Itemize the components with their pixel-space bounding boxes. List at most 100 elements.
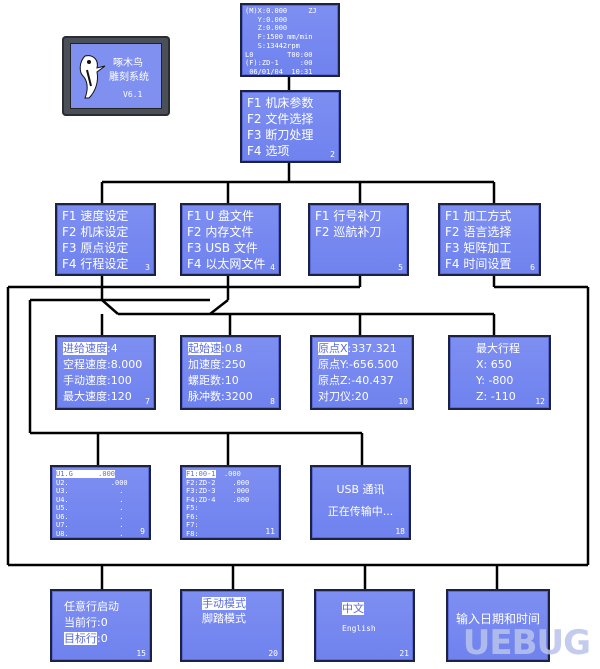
selected-file: U1.G .000 — [56, 470, 116, 478]
selected-field: 原点X — [318, 342, 348, 355]
screen-text-line: F5: — [186, 504, 199, 512]
field-lines: 空程速度:8.000 手动速度:100 最大速度:120 — [63, 357, 154, 405]
screen-number: 11 — [265, 527, 275, 536]
screen-text-line: L0 T00:00 — [245, 50, 313, 59]
screen-text-line: F6: — [186, 512, 199, 521]
watermark-logo: UEBUG — [462, 623, 591, 663]
screen-text-line: U2. .000 — [56, 478, 128, 487]
screen-text-line: X: 650 — [476, 358, 512, 371]
screen-text-line: 正在传输中... — [327, 505, 394, 518]
screen-text-line: English — [342, 624, 376, 633]
screen-text-line: F1 U 盘文件 — [187, 209, 254, 223]
selected-field: 起始速 — [188, 342, 221, 355]
screen-text-line: 06/01/04 10:31 — [245, 67, 313, 76]
screen-text-line: Z:0.000 — [245, 24, 288, 33]
screen-number: 5 — [398, 263, 403, 272]
screen-language-select: 中文 English 21 — [314, 589, 415, 662]
field-lines: 任意行启动当前行:0 — [64, 599, 150, 631]
mode-lines: 脚踏模式 — [202, 611, 282, 626]
screen-text-line: 对刀仪:20 — [318, 390, 369, 403]
status-lines: (M)X:0.000 ZJ Y:0.000 Z:0.000 F:1500 mm/… — [245, 7, 338, 77]
screen-text-line: F2 内存文件 — [187, 225, 254, 239]
brand-line-2: 雕刻系统 — [109, 72, 149, 83]
menu-lines: F1 行号补刀 F2 巡航补刀 — [315, 208, 407, 240]
selected-file: F1:00-1 — [186, 470, 216, 478]
screen-number: 20 — [268, 649, 278, 658]
screen-text-line: F4 时间设置 — [445, 257, 512, 271]
field-value: :0.8 — [221, 342, 243, 355]
screen-text-line: F4:ZD-4 .000 — [186, 495, 250, 504]
screen-number: 8 — [270, 397, 275, 406]
transfer-lines: USB 通讯正在传输中... — [312, 479, 409, 523]
controller-device-image: 啄木鸟 雕刻系统 V6.1 — [62, 36, 170, 116]
field-lines: 原点Y:-656.500 原点Z:-40.437 对刀仪:20 — [318, 357, 412, 405]
screen-text-line: F3 断刀处理 — [247, 128, 314, 142]
screen-text-line: F1 机床参数 — [247, 96, 314, 110]
screen-text-line: F1 加工方式 — [445, 209, 512, 223]
screen-number: 6 — [530, 263, 535, 272]
screen-text-line: F4 选项 — [247, 144, 290, 158]
selected-field: 目标行 — [64, 632, 97, 645]
screen-text-line: (F):ZD-1 :00 — [245, 59, 313, 68]
screen-text-line: 空程速度:8.000 — [63, 358, 143, 371]
screen-number: 21 — [399, 649, 409, 658]
screen-number: 15 — [136, 649, 146, 658]
screen-number: 4 — [270, 263, 275, 272]
screen-text-line: F3:ZD-3 .000 — [186, 487, 250, 495]
device-screen: 啄木鸟 雕刻系统 V6.1 — [70, 43, 162, 109]
screen-text-line: F3 原点设定 — [62, 241, 129, 255]
screen-text-line: F1 速度设定 — [62, 209, 129, 223]
screen-text-line: 脉冲数:3200 — [188, 390, 253, 403]
screen-text-line: Y: -800 — [476, 374, 514, 387]
screen-text-line: 原点Y:-656.500 — [318, 358, 399, 371]
screen-text-line: F2:ZD-2 .000 — [186, 478, 250, 487]
screen-text-line: Z: -110 — [476, 390, 516, 403]
screen-number: 3 — [145, 263, 150, 272]
screen-text-line: Y:0.000 — [245, 15, 288, 24]
selected-mode: 手动模式 — [202, 597, 246, 610]
field-value: :0 — [97, 632, 108, 645]
datetime-lines: 输入日期和时间 — [448, 611, 548, 627]
screen-date-time: 输入日期和时间 — [446, 589, 550, 662]
field-lines: 最大行程 X: 650 Y: -800 Z: -110 — [476, 341, 549, 405]
screen-text-line: F:1500 mm/min — [245, 33, 313, 42]
screen-number: 10 — [398, 397, 408, 406]
screen-text-line: 任意行启动 — [64, 600, 119, 613]
screen-text-line: F2 语言选择 — [445, 225, 512, 239]
screen-text-line: 最大行程 — [476, 342, 520, 355]
screen-text-line: U3. . — [56, 487, 124, 495]
brand-line-1: 啄木鸟 — [113, 58, 143, 69]
screen-text-line: 加速度:250 — [188, 358, 246, 371]
screen-text-line: U7. . — [56, 521, 124, 529]
screen-processing-mode: 手动模式 脚踏模式 20 — [180, 589, 284, 662]
screen-text-line: 原点Z:-40.437 — [318, 374, 394, 387]
screen-text-line: U8. . — [56, 529, 124, 538]
screen-tool-break: F1 行号补刀 F2 巡航补刀 5 — [308, 203, 409, 276]
screen-text-line: F4 行程设定 — [62, 257, 129, 271]
screen-text-line: 最大速度:120 — [63, 390, 132, 403]
screen-text-line: F2 巡航补刀 — [315, 225, 382, 239]
woodpecker-logo-icon — [79, 55, 106, 99]
screen-usb-transfer: USB 通讯正在传输中... 18 — [310, 465, 411, 540]
screen-number: 9 — [140, 527, 145, 536]
screen-text-line: F8: — [186, 529, 199, 538]
screen-number: 7 — [145, 397, 150, 406]
screen-text-line: U5. . — [56, 504, 124, 512]
screen-text-line: F7: — [186, 521, 199, 529]
screen-text-line: 手动速度:100 — [63, 374, 132, 387]
language-lines: English — [342, 621, 413, 637]
screen-text-line: F1 行号补刀 — [315, 209, 382, 223]
selected-language: 中文 — [342, 602, 364, 615]
